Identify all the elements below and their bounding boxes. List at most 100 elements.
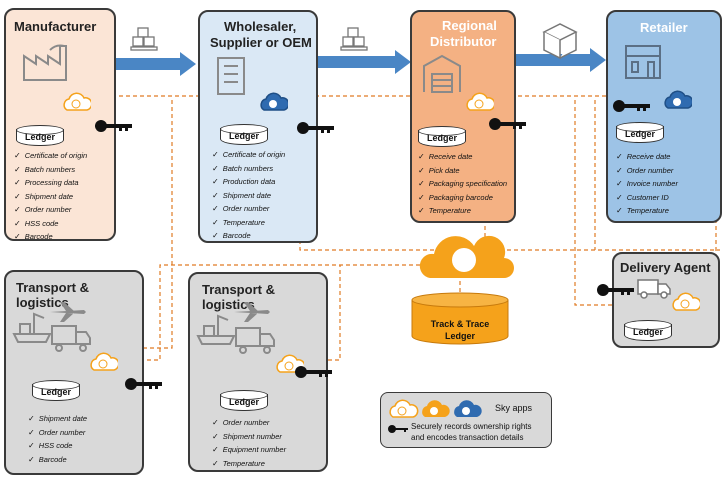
- wholesaler-items: Certificate of origin Batch numbers Prod…: [212, 148, 286, 243]
- list-item: Shipment date: [14, 190, 87, 204]
- pallet-boxes-icon: [130, 27, 158, 51]
- airplane-icon: [234, 302, 270, 322]
- office-building-icon: [217, 57, 245, 95]
- list-item: Receive date: [616, 150, 678, 164]
- list-item: HSS code: [14, 217, 87, 231]
- manufacturer-ledger: Ledger: [16, 125, 64, 149]
- storefront-icon: [625, 45, 661, 79]
- manufacturer-card: Manufacturer Ledger Certificate of origi…: [4, 8, 116, 241]
- transport-2-ledger: Ledger: [220, 390, 268, 414]
- flow-arrow-2: [318, 50, 411, 74]
- cloud-app-icon: [276, 354, 304, 373]
- manufacturer-items: Certificate of origin Batch numbers Proc…: [14, 149, 88, 244]
- central-ledger-cylinder: [411, 292, 509, 345]
- ship-crane-icon: [12, 312, 52, 343]
- list-item: Temperature: [212, 457, 286, 471]
- airplane-icon: [50, 302, 86, 322]
- flow-arrow-1: [116, 52, 196, 76]
- central-ledger-line2: Ledger: [444, 331, 475, 341]
- factory-icon: [23, 44, 67, 81]
- truck-icon: [51, 325, 91, 352]
- list-item: Batch numbers: [212, 162, 285, 176]
- key-icon: [125, 378, 162, 390]
- cloud-app-icon: [664, 90, 692, 109]
- legend-apps-label: Sky apps: [495, 403, 533, 413]
- key-icon: [295, 366, 332, 378]
- transport-1-ledger: Ledger: [32, 380, 80, 404]
- distributor-items: Receive date Pick date Packaging specifi…: [418, 150, 507, 218]
- list-item: Shipment date: [28, 412, 87, 426]
- list-item: Processing data: [14, 176, 87, 190]
- list-item: Customer ID: [616, 191, 678, 205]
- pallet-boxes-icon: [340, 27, 368, 51]
- cloud-app-icon: [672, 292, 700, 311]
- list-item: HSS code: [28, 439, 87, 453]
- delivery-agent-card: Delivery Agent Ledger: [612, 252, 720, 348]
- list-item: Pick date: [418, 164, 507, 178]
- distributor-title-line1: Regional: [442, 18, 497, 33]
- wholesaler-title-line1: Wholesaler,: [224, 19, 297, 34]
- cloud-app-icon: [466, 92, 494, 111]
- list-item: Equipment number: [212, 443, 286, 457]
- list-item: Temperature: [616, 204, 678, 218]
- key-icon: [613, 100, 650, 112]
- list-item: Batch numbers: [14, 163, 87, 177]
- wholesaler-title-line2: Supplier or OEM: [210, 35, 312, 50]
- key-icon: [95, 120, 132, 132]
- list-item: Order number: [212, 416, 286, 430]
- legend-box: Sky apps Securely records ownership righ…: [380, 392, 552, 448]
- central-ledger-line1: Track & Trace: [430, 319, 490, 329]
- legend-key-line2: and encodes transaction details: [411, 433, 524, 442]
- list-item: Barcode: [212, 229, 285, 243]
- cloud-app-icon: [260, 92, 288, 111]
- transport-2-items: Order number Shipment number Equipment n…: [212, 416, 286, 470]
- wholesaler-ledger: Ledger: [220, 124, 268, 148]
- list-item: Invoice number: [616, 177, 678, 191]
- list-item: Barcode: [14, 230, 87, 244]
- list-item: Certificate of origin: [14, 149, 88, 163]
- truck-icon: [235, 327, 275, 354]
- list-item: Packaging barcode: [418, 191, 507, 205]
- cloud-app-icon: [90, 352, 118, 371]
- list-item: Packaging specification: [418, 177, 507, 191]
- delivery-agent-ledger: Ledger: [624, 320, 672, 344]
- key-icon: [388, 425, 408, 433]
- retailer-ledger: Ledger: [616, 122, 664, 146]
- retailer-card: Retailer Ledger Receive date Order numbe…: [606, 10, 722, 223]
- list-item: Order number: [14, 203, 87, 217]
- transport-2-title: Transport & logistics: [202, 282, 275, 312]
- transport-1-title: Transport & logistics: [16, 280, 89, 310]
- list-item: Certificate of origin: [212, 148, 286, 162]
- transport-1-items: Shipment date Order number HSS code Barc…: [28, 412, 87, 466]
- list-item: Order number: [28, 426, 87, 440]
- retailer-title: Retailer: [640, 20, 688, 35]
- distributor-ledger: Ledger: [418, 126, 466, 150]
- list-item: Shipment date: [212, 189, 285, 203]
- list-item: Order number: [616, 164, 678, 178]
- distributor-card: Regional Distributor Ledger Receive date…: [410, 10, 516, 223]
- distributor-title-line2: Distributor: [430, 34, 497, 49]
- key-icon: [597, 284, 634, 296]
- list-item: Order number: [212, 202, 285, 216]
- list-item: Barcode: [28, 453, 87, 467]
- list-item: Temperature: [212, 216, 285, 230]
- ship-crane-icon: [196, 314, 236, 345]
- key-icon: [489, 118, 526, 130]
- key-icon: [297, 122, 334, 134]
- flow-arrow-3: [516, 48, 606, 72]
- transport-logistics-card-1: Transport & logistics Ledger Shipment da…: [4, 270, 144, 475]
- list-item: Receive date: [418, 150, 507, 164]
- manufacturer-title: Manufacturer: [14, 19, 97, 34]
- truck-icon: [637, 279, 671, 299]
- legend-key-line1: Securely records ownership rights: [411, 422, 532, 431]
- package-icon: [542, 23, 578, 60]
- retailer-items: Receive date Order number Invoice number…: [616, 150, 678, 218]
- list-item: Shipment number: [212, 430, 286, 444]
- warehouse-icon: [423, 54, 461, 93]
- cloud-app-icon: [63, 92, 91, 111]
- delivery-agent-title: Delivery Agent: [620, 260, 711, 275]
- list-item: Production data: [212, 175, 285, 189]
- cloud-app-icon: [389, 399, 482, 418]
- central-cloud-icon: [419, 235, 514, 278]
